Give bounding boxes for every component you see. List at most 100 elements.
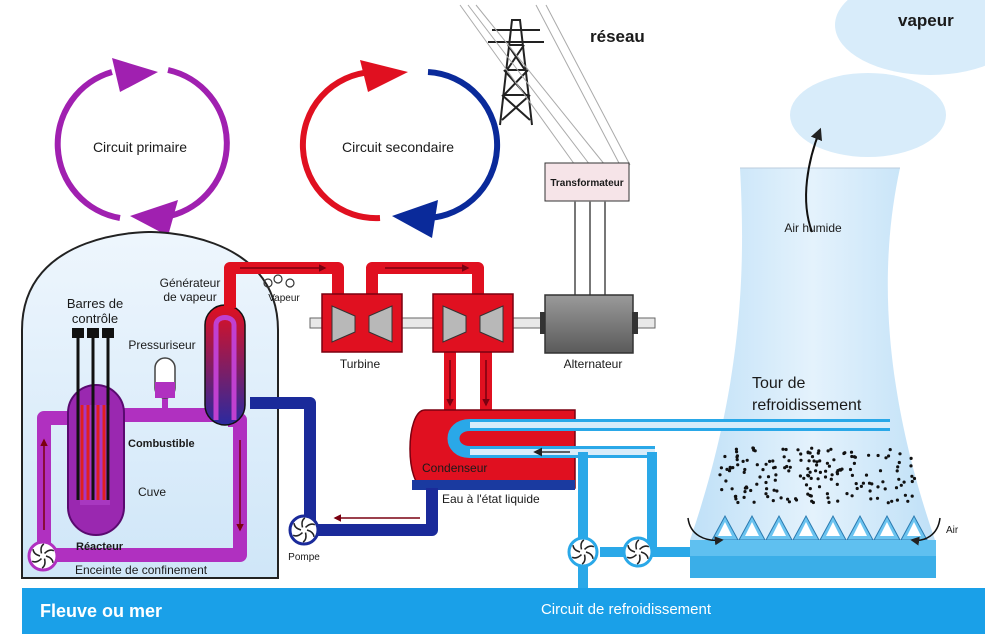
water-droplet [796, 448, 800, 452]
water-droplet [806, 473, 810, 477]
water-droplet [810, 455, 815, 459]
power-pylon-icon [459, 4, 631, 166]
water-droplet [745, 458, 749, 462]
label-circuit-refroidissement: Circuit de refroidissement [541, 601, 712, 618]
water-droplet [787, 500, 792, 504]
water-droplet [772, 488, 776, 492]
water-droplet [718, 473, 722, 477]
label-circuit-secondaire: Circuit secondaire [342, 139, 454, 155]
water-droplet [733, 494, 738, 499]
label-enceinte: Enceinte de confinement [75, 563, 208, 577]
water-droplet [895, 469, 899, 473]
water-droplet [775, 489, 779, 493]
label-cuve: Cuve [138, 485, 166, 499]
water-droplet [764, 462, 768, 466]
label-turbine: Turbine [340, 357, 381, 371]
water-droplet [890, 499, 894, 503]
water-droplet [766, 495, 770, 499]
water-droplet [875, 496, 880, 500]
water-droplet [743, 467, 747, 472]
water-droplet [755, 463, 759, 467]
water-droplet [898, 452, 902, 456]
water-droplet [799, 458, 803, 462]
water-droplet [779, 496, 783, 500]
label-barres-2: contrôle [72, 311, 118, 326]
label-generateur-1: Générateur [160, 276, 221, 290]
water-droplet [829, 447, 833, 451]
label-barres-1: Barres de [67, 296, 123, 311]
water-droplet [836, 499, 840, 503]
water-droplet [799, 452, 803, 456]
water-droplet [735, 454, 740, 458]
pump [567, 536, 599, 568]
label-vapeur-small: Vapeur [268, 293, 300, 304]
water-droplet [766, 475, 771, 479]
water-droplet [735, 458, 739, 462]
water-droplet [734, 497, 738, 501]
water-droplet [731, 466, 735, 470]
water-droplet [719, 466, 724, 470]
water-droplet [806, 451, 810, 455]
label-generateur-2: de vapeur [163, 290, 216, 304]
water-droplet [742, 470, 746, 474]
water-droplet [814, 469, 818, 473]
water-droplet [808, 470, 812, 474]
air-inlet-arrows-icon [687, 517, 941, 546]
water-droplet [758, 475, 762, 479]
label-tour-1: Tour de [752, 375, 805, 392]
water-droplet [728, 465, 732, 469]
pump-icon [27, 514, 654, 572]
water-droplet [867, 453, 871, 457]
water-droplet [811, 500, 816, 505]
water-droplet [881, 480, 885, 484]
water-droplet [812, 459, 816, 463]
water-droplet [861, 481, 866, 485]
transformer [544, 162, 630, 295]
water-droplet [806, 467, 810, 471]
packing-triangle-inner [907, 522, 921, 536]
water-droplet [848, 467, 853, 472]
label-condenseur: Condenseur [422, 461, 487, 475]
water-droplet [852, 461, 857, 465]
water-droplet [886, 501, 890, 505]
water-droplet [876, 453, 880, 458]
water-droplet [827, 464, 832, 468]
water-droplet [752, 500, 756, 504]
water-droplet [816, 477, 820, 481]
turbine-lp [432, 293, 514, 353]
water-droplet [910, 479, 914, 484]
water-droplet [773, 478, 777, 482]
water-droplet [720, 488, 724, 492]
water-droplet [823, 475, 828, 479]
water-droplet [725, 467, 729, 471]
packing-triangle-inner [880, 522, 894, 536]
water-droplet [876, 485, 880, 489]
cooling-water-pipes [578, 452, 690, 590]
water-droplet [742, 495, 746, 499]
water-droplet [826, 449, 830, 453]
packing-triangle-inner [853, 522, 867, 536]
label-reacteur: Réacteur [76, 541, 124, 553]
water-droplet [864, 473, 869, 477]
water-droplet [854, 482, 858, 486]
water-droplet [815, 460, 819, 464]
water-droplet [761, 468, 765, 472]
water-droplet [830, 473, 834, 477]
water-droplet [827, 500, 831, 504]
water-droplet [909, 456, 913, 460]
water-droplet [736, 463, 740, 467]
water-droplet [855, 486, 859, 491]
condenser [409, 409, 890, 490]
water-droplet [744, 485, 749, 489]
water-droplet [878, 469, 883, 473]
label-transformateur: Transformateur [550, 178, 623, 189]
pump [27, 540, 59, 572]
water-droplet [850, 494, 854, 498]
water-droplet [788, 465, 792, 469]
water-droplet [883, 487, 887, 491]
label-air: Air [946, 525, 959, 536]
water-droplet [784, 447, 788, 452]
water-droplet [888, 448, 892, 452]
water-droplet [850, 473, 855, 477]
water-droplet [736, 500, 740, 505]
